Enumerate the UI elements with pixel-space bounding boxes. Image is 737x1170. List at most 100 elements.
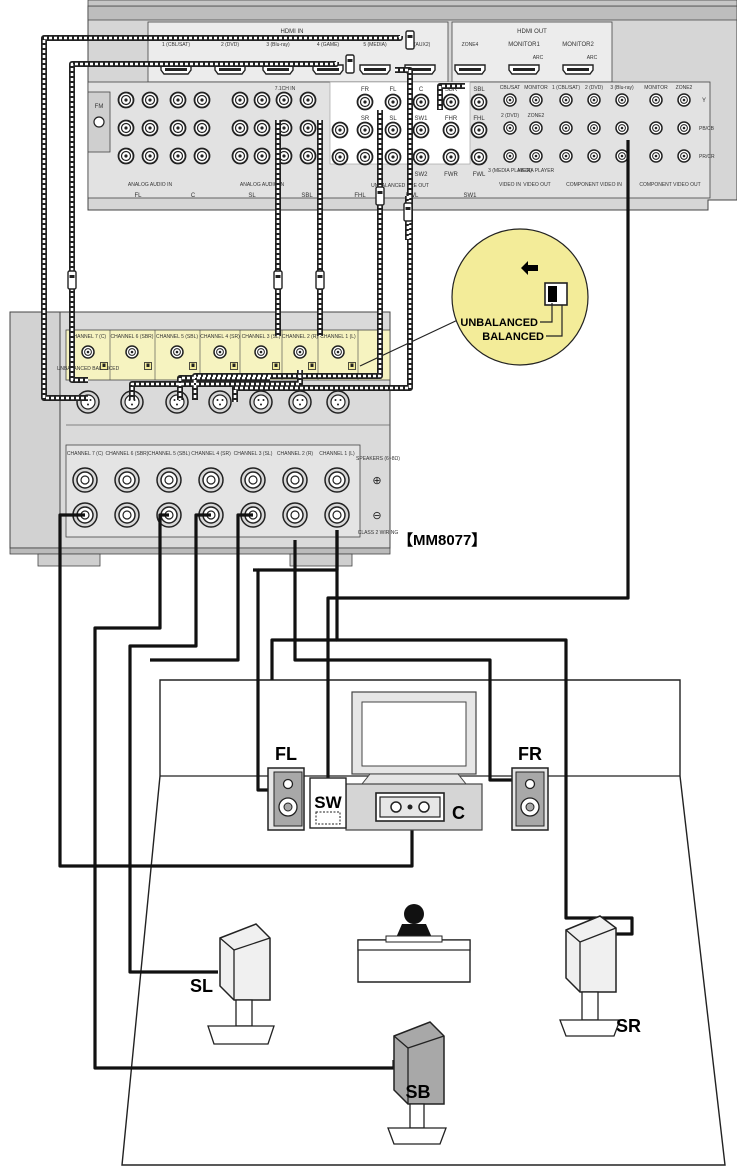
arc1-label: ARC [533, 55, 544, 61]
video-col-2-label: 2 (DVD) [501, 113, 519, 119]
preout-fhr-label: FHR [445, 116, 458, 122]
model-label: 【MM8077】 [398, 531, 486, 549]
preout-sbr-label: SBR [445, 87, 458, 93]
monitor-col-2-label: ZONE2 [528, 113, 545, 119]
terminal-ch6-label: CHANNEL 6 (SBR) [106, 451, 149, 457]
subwoofer [309, 777, 347, 829]
preout-c-label: C [419, 87, 424, 93]
preout-sl-label: SL [389, 116, 397, 122]
hdmi-monitor1-port [508, 64, 540, 75]
bottom-label-sw1: SW1 [463, 193, 477, 199]
analog-audio-in-2-label: ANALOG AUDIO IN [240, 182, 285, 188]
plus-symbol: ⊕ [372, 475, 381, 487]
fm-connector [93, 116, 105, 128]
terminal-ch2-label: CHANNEL 2 (R) [277, 451, 314, 457]
bottom-label-c: C [191, 193, 196, 199]
arrow-left-icon [521, 261, 538, 275]
amp-channel-5-label: CHANNEL 5 (SBL) [156, 334, 198, 340]
unbalanced-callout-label: UNBALANCED [460, 317, 538, 329]
fm-label: FM [95, 104, 104, 110]
hdmi-in-6-label: 6 (AUX2) [410, 42, 431, 48]
hdmi-in-label: HDMI IN [281, 29, 304, 35]
interconnect-cables [41, 30, 465, 402]
preout-fl-label: FL [389, 87, 397, 93]
amp-foot-left [37, 553, 101, 567]
monitor2-label: MONITOR2 [562, 42, 594, 48]
front-right-speaker [511, 767, 549, 831]
comp-col-5-label: ZONE2 [676, 85, 693, 91]
minus-symbol: ⊖ [372, 510, 381, 522]
hdmi-monitor2-port [562, 64, 594, 75]
monitor1-label: MONITOR1 [508, 42, 540, 48]
terminal-ch7-label: CHANNEL 7 (C) [67, 451, 104, 457]
balanced-callout-label: BALANCED [482, 331, 544, 343]
speaker-label-sw: SW [314, 793, 342, 812]
monitor-col-1-label: MONITOR [524, 85, 548, 91]
component-video-in-label: COMPONENT VIDEO IN [566, 182, 622, 188]
preout-sr-label: SR [361, 116, 370, 122]
hdmi-in-5-port [359, 64, 391, 75]
video-col-1-label: CBL/SAT [500, 85, 520, 91]
hdmi-in-4-label: 4 (GAME) [317, 42, 340, 48]
preout-sw1-label: SW1 [414, 116, 428, 122]
comp-row-pr-label: PR/CR [699, 154, 715, 160]
video-in-label: VIDEO IN [499, 182, 521, 188]
hdmi-in-5-label: 5 (MEDIA) [363, 42, 387, 48]
amp-foot-right [289, 553, 353, 567]
comp-row-y-label: Y [702, 98, 706, 104]
speaker-label-sb: SB [405, 1082, 430, 1102]
class2-wiring-label: CLASS 2 WIRING [358, 530, 399, 536]
speaker-label-c: C [452, 803, 465, 823]
preout-fr-label: FR [361, 87, 370, 93]
analog-audio-in-label: ANALOG AUDIO IN [128, 182, 173, 188]
balance-switch-callout: UNBALANCED BALANCED [359, 228, 589, 367]
amp-channel-3-label: CHANNEL 3 (SL) [242, 334, 281, 340]
tv-monitor [351, 691, 477, 785]
bottom-label-sl: SL [248, 193, 256, 199]
speaker-label-fl: FL [275, 744, 297, 764]
amp-channel-1-label: CHANNEL 1 (L) [320, 334, 356, 340]
ch71-in-label: 7.1CH IN [275, 86, 296, 92]
preout-fwr-label: FWR [444, 172, 458, 178]
terminal-ch1-label: CHANNEL 1 (L) [319, 451, 355, 457]
comp-col-3-label: 3 (Blu-ray) [610, 85, 634, 91]
amp-channel-4-label: CHANNEL 4 (SR) [200, 334, 240, 340]
hdmi-out-label: HDMI OUT [517, 29, 547, 35]
unbalanced-pre-out-label: UNBALANCED PRE OUT [371, 183, 429, 189]
speaker-label-sl: SL [190, 976, 213, 996]
front-left-speaker [267, 767, 305, 831]
preout-sbl-label: SBL [473, 87, 485, 93]
speakers-impedance-label: SPEAKERS (6~8Ω) [356, 456, 400, 462]
comp-row-pb-label: PB/CB [699, 126, 715, 132]
hdmi-zone4-port [454, 64, 486, 75]
terminal-ch4-label: CHANNEL 4 (SR) [191, 451, 231, 457]
bottom-label-fl: FL [134, 193, 142, 199]
amp-channel-6-label: CHANNEL 6 (SBR) [111, 334, 154, 340]
center-speaker [375, 792, 445, 822]
hdmi-in-1-label: 1 (CBL/SAT) [162, 42, 190, 48]
av-receiver-rear-panel: HDMI IN HDMI OUT 1 (CBL/SAT) 2 (DVD) 3 (… [87, 0, 737, 211]
preout-fhl-label: FHL [473, 116, 485, 122]
listener-sofa [357, 904, 471, 983]
preout-fwl-label: FWL [473, 172, 486, 178]
bottom-label-fhl: FHL [354, 193, 366, 199]
power-amplifier-mm8077: CHANNEL 7 (C) CHANNEL 6 (SBR) CHANNEL 5 … [9, 311, 400, 567]
component-video-out-label: COMPONENT VIDEO OUT [639, 182, 700, 188]
surround-right-speaker [559, 915, 621, 1037]
surround-back-speaker [387, 1021, 447, 1145]
surround-left-speaker [207, 923, 275, 1045]
terminal-ch3-label: CHANNEL 3 (SL) [234, 451, 273, 457]
zone4-label: ZONE4 [462, 42, 479, 48]
comp-col-4-label: MONITOR [644, 85, 668, 91]
video-out-label: VIDEO OUT [523, 182, 551, 188]
speaker-label-sr: SR [616, 1016, 641, 1036]
comp-col-1-label: 1 (CBL/SAT) [552, 85, 580, 91]
video-col-3-label: 3 (MEDIA PLAYER) [488, 168, 532, 174]
hdmi-in-3-label: 3 (Blu-ray) [266, 42, 290, 48]
terminal-ch5-label: CHANNEL 5 (SBL) [148, 451, 190, 457]
amp-channel-2-label: CHANNEL 2 (R) [282, 334, 319, 340]
preout-sw2-label: SW2 [414, 172, 428, 178]
amp-switch-label: UNBALANCED BALANCED [57, 366, 120, 372]
monitor-col-3-label: MEDIA PLAYER [518, 168, 555, 174]
